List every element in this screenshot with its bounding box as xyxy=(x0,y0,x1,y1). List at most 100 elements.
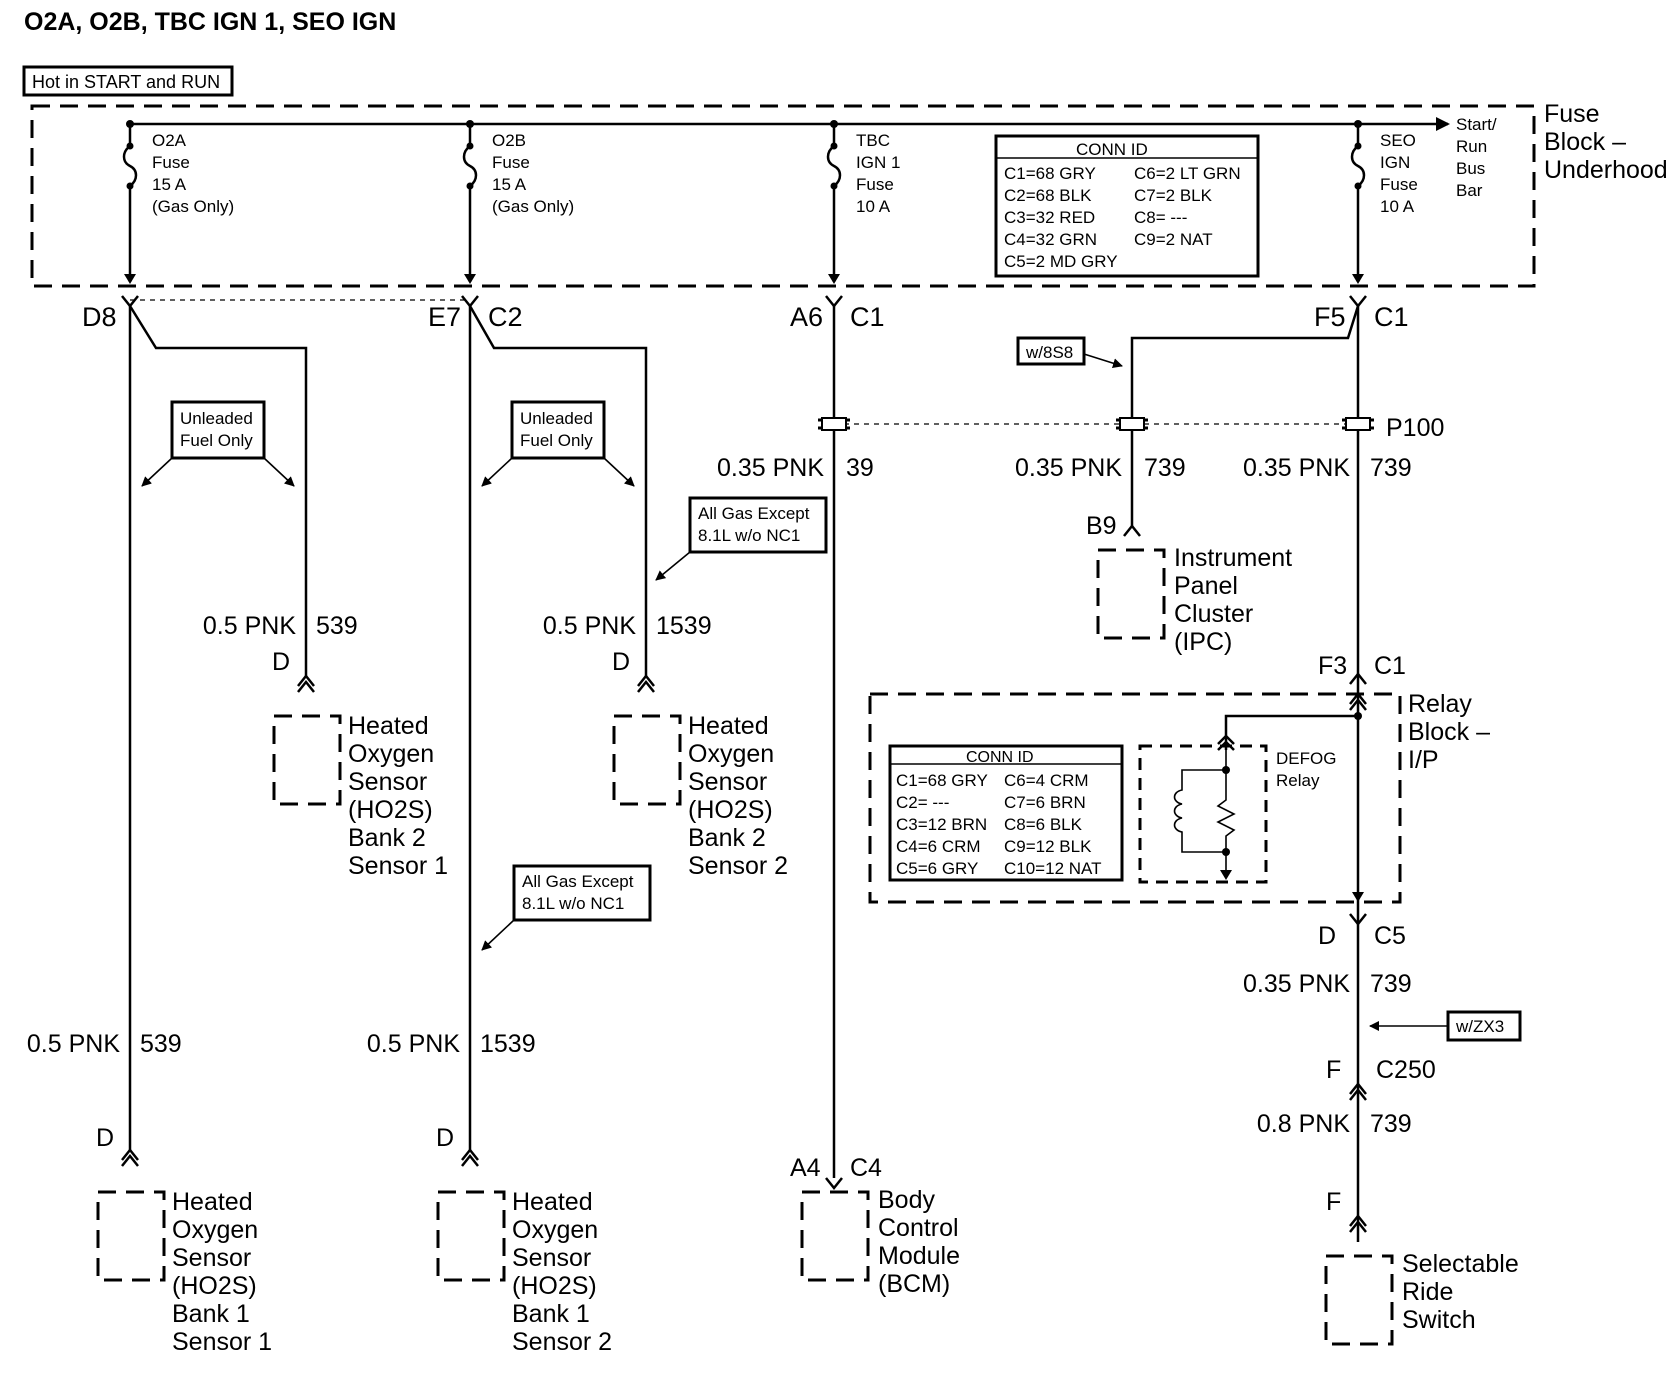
svg-text:DEFOG: DEFOG xyxy=(1276,749,1336,768)
wire-539-bank2-s1 xyxy=(128,305,308,676)
svg-text:C4: C4 xyxy=(850,1154,882,1182)
svg-text:0.8 PNK: 0.8 PNK xyxy=(1257,1110,1350,1138)
svg-text:539: 539 xyxy=(316,612,358,640)
svg-text:(HO2S): (HO2S) xyxy=(172,1272,257,1300)
svg-text:C1=68 GRY: C1=68 GRY xyxy=(1004,164,1096,183)
svg-text:0.5 PNK: 0.5 PNK xyxy=(27,1030,120,1058)
wire-label-1539-upper: 0.5 PNK 1539 xyxy=(543,612,712,640)
connector-d-c5: D C5 xyxy=(1318,913,1406,950)
svg-text:Block –: Block – xyxy=(1544,128,1626,156)
svg-text:739: 739 xyxy=(1370,454,1412,482)
svg-text:Bank 2: Bank 2 xyxy=(688,824,766,852)
ipc-connector-b9: B9 xyxy=(1086,512,1141,540)
svg-text:0.5 PNK: 0.5 PNK xyxy=(543,612,636,640)
svg-text:Block –: Block – xyxy=(1408,718,1490,746)
svg-text:C4=32 GRN: C4=32 GRN xyxy=(1004,230,1097,249)
heated-oxygen-sensor-bank2-s2 xyxy=(612,714,682,806)
svg-text:Relay: Relay xyxy=(1276,771,1320,790)
ho2s-b2s2-connector: D xyxy=(612,648,655,693)
svg-text:Heated: Heated xyxy=(172,1188,253,1216)
svg-text:(HO2S): (HO2S) xyxy=(688,796,773,824)
ipc-label: Instrument Panel Cluster (IPC) xyxy=(1174,544,1292,656)
svg-text:Switch: Switch xyxy=(1402,1306,1476,1334)
svg-text:TBC: TBC xyxy=(856,131,890,150)
svg-text:w/8S8: w/8S8 xyxy=(1025,343,1073,362)
svg-text:CONN ID: CONN ID xyxy=(966,749,1034,766)
splice-tbc xyxy=(818,417,850,431)
svg-text:All Gas Except: All Gas Except xyxy=(522,872,634,891)
svg-text:(BCM): (BCM) xyxy=(878,1270,950,1298)
bcm-label: Body Control Module (BCM) xyxy=(878,1186,960,1298)
diagram-title: O2A, O2B, TBC IGN 1, SEO IGN xyxy=(24,8,396,36)
fuse-o2b: O2B Fuse 15 A (Gas Only) xyxy=(462,120,574,284)
svg-text:C7=2 BLK: C7=2 BLK xyxy=(1134,186,1213,205)
svg-text:B9: B9 xyxy=(1086,512,1117,540)
svg-text:D: D xyxy=(96,1124,114,1152)
wire-label-539-lower: 0.5 PNK 539 xyxy=(27,1030,182,1058)
svg-text:539: 539 xyxy=(140,1030,182,1058)
svg-text:F: F xyxy=(1326,1056,1341,1084)
svg-text:Fuse: Fuse xyxy=(856,175,894,194)
svg-text:Oxygen: Oxygen xyxy=(348,740,434,768)
svg-text:All Gas Except: All Gas Except xyxy=(698,504,810,523)
svg-text:A4: A4 xyxy=(790,1154,821,1182)
svg-text:Sensor: Sensor xyxy=(688,768,767,796)
svg-text:Oxygen: Oxygen xyxy=(172,1216,258,1244)
svg-text:Module: Module xyxy=(878,1242,960,1270)
wire-1539-bank2-s2 xyxy=(468,305,648,676)
ho2s-b1s1-label: Heated Oxygen Sensor (HO2S) Bank 1 Senso… xyxy=(172,1188,272,1356)
heated-oxygen-sensor-bank1-s2 xyxy=(436,1190,506,1282)
svg-text:Cluster: Cluster xyxy=(1174,600,1253,628)
svg-text:Heated: Heated xyxy=(348,712,429,740)
svg-text:F: F xyxy=(1326,1188,1341,1216)
svg-text:D: D xyxy=(272,648,290,676)
svg-text:Ride: Ride xyxy=(1402,1278,1453,1306)
svg-text:8.1L w/o NC1: 8.1L w/o NC1 xyxy=(522,894,624,913)
svg-text:Unleaded: Unleaded xyxy=(180,409,253,428)
svg-text:Fuse: Fuse xyxy=(492,153,530,172)
svg-text:Underhood: Underhood xyxy=(1544,156,1668,184)
svg-text:D: D xyxy=(612,648,630,676)
svg-text:C3=12 BRN: C3=12 BRN xyxy=(896,815,987,834)
fuse-seo-ign: SEO IGN Fuse 10 A xyxy=(1350,120,1418,284)
svg-text:15 A: 15 A xyxy=(492,175,527,194)
hot-label-box xyxy=(22,65,234,97)
svg-text:C4=6 CRM: C4=6 CRM xyxy=(896,837,981,856)
svg-text:Bus: Bus xyxy=(1456,159,1485,178)
relay-block-inner-arrows xyxy=(1349,691,1367,902)
svg-text:Run: Run xyxy=(1456,137,1487,156)
connector-a6-c1: A6 C1 xyxy=(790,295,885,332)
svg-text:(IPC): (IPC) xyxy=(1174,628,1232,656)
svg-text:D: D xyxy=(1318,922,1336,950)
svg-text:Sensor 1: Sensor 1 xyxy=(348,852,448,880)
svg-text:0.35 PNK: 0.35 PNK xyxy=(717,454,824,482)
svg-text:Fuel Only: Fuel Only xyxy=(180,431,253,450)
svg-text:Unleaded: Unleaded xyxy=(520,409,593,428)
splice-ipc xyxy=(1116,417,1148,431)
svg-text:739: 739 xyxy=(1370,1110,1412,1138)
hot-label: Hot in START and RUN xyxy=(32,72,220,92)
svg-text:I/P: I/P xyxy=(1408,746,1439,774)
fuse-block-underhood xyxy=(30,104,1536,288)
svg-text:10 A: 10 A xyxy=(856,197,891,216)
ho2s-b1s2-connector: D xyxy=(436,1124,479,1167)
svg-text:O2B: O2B xyxy=(492,131,526,150)
bus-bar-label: Start/ Run Bus Bar xyxy=(1456,115,1497,200)
svg-text:Oxygen: Oxygen xyxy=(688,740,774,768)
svg-text:F3: F3 xyxy=(1318,652,1347,680)
connector-d8: D8 xyxy=(82,295,139,332)
svg-text:(HO2S): (HO2S) xyxy=(348,796,433,824)
svg-text:Oxygen: Oxygen xyxy=(512,1216,598,1244)
svg-text:Bank 2: Bank 2 xyxy=(348,824,426,852)
selectable-ride-switch xyxy=(1324,1254,1394,1346)
svg-text:Sensor: Sensor xyxy=(172,1244,251,1272)
connector-f-c250: F C250 xyxy=(1326,1056,1436,1101)
ho2s-b1s2-label: Heated Oxygen Sensor (HO2S) Bank 1 Senso… xyxy=(512,1188,612,1356)
svg-text:P100: P100 xyxy=(1386,414,1444,442)
svg-text:C1=68 GRY: C1=68 GRY xyxy=(896,771,988,790)
note-w8s8: w/8S8 xyxy=(1016,336,1123,369)
svg-text:C6=2 LT GRN: C6=2 LT GRN xyxy=(1134,164,1241,183)
fuse-o2a: O2A Fuse 15 A (Gas Only) xyxy=(122,120,234,284)
svg-text:C8= ---: C8= --- xyxy=(1134,208,1187,227)
